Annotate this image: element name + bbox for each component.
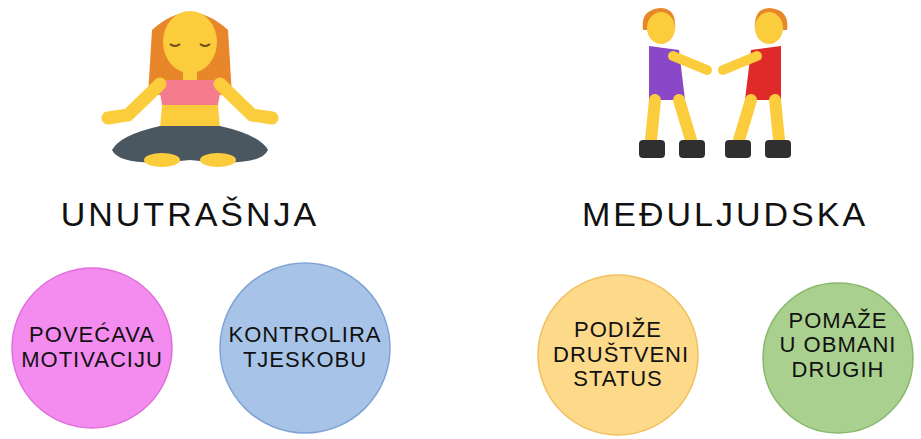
right-wrestler xyxy=(723,8,791,158)
circle-text: PODIŽE DRUŠTVENI STATUS xyxy=(553,318,683,392)
meditating-woman-illustration xyxy=(100,0,280,175)
circle-fill xyxy=(220,263,390,433)
circle-text: POVEĆAVA MOTIVACIJU xyxy=(12,323,172,372)
eyes xyxy=(170,44,210,46)
category-circle: POVEĆAVA MOTIVACIJU xyxy=(11,267,173,429)
circle-text: POMAŽE U OBMANI DRUGIH xyxy=(778,309,898,383)
foot xyxy=(200,153,236,167)
category-circle: PODIŽE DRUŠTVENI STATUS xyxy=(537,274,699,436)
belly xyxy=(160,105,220,128)
face xyxy=(163,11,217,73)
category-circle: KONTROLIRA TJESKOBU xyxy=(219,262,391,434)
top xyxy=(158,80,222,105)
circle-text: KONTROLIRA TJESKOBU xyxy=(223,323,388,372)
wrestlers-illustration xyxy=(635,0,795,175)
arms xyxy=(108,84,272,118)
category-circle: POMAŽE U OBMANI DRUGIH xyxy=(762,282,914,434)
foot xyxy=(144,153,180,167)
circle-fill xyxy=(763,283,913,433)
group-heading: UNUTRAŠNJA xyxy=(61,195,320,234)
group-heading: MEĐULJUDSKA xyxy=(582,195,868,234)
circle-fill xyxy=(12,268,172,428)
legs xyxy=(112,126,268,162)
circle-fill xyxy=(538,275,698,435)
left-wrestler xyxy=(639,8,707,158)
